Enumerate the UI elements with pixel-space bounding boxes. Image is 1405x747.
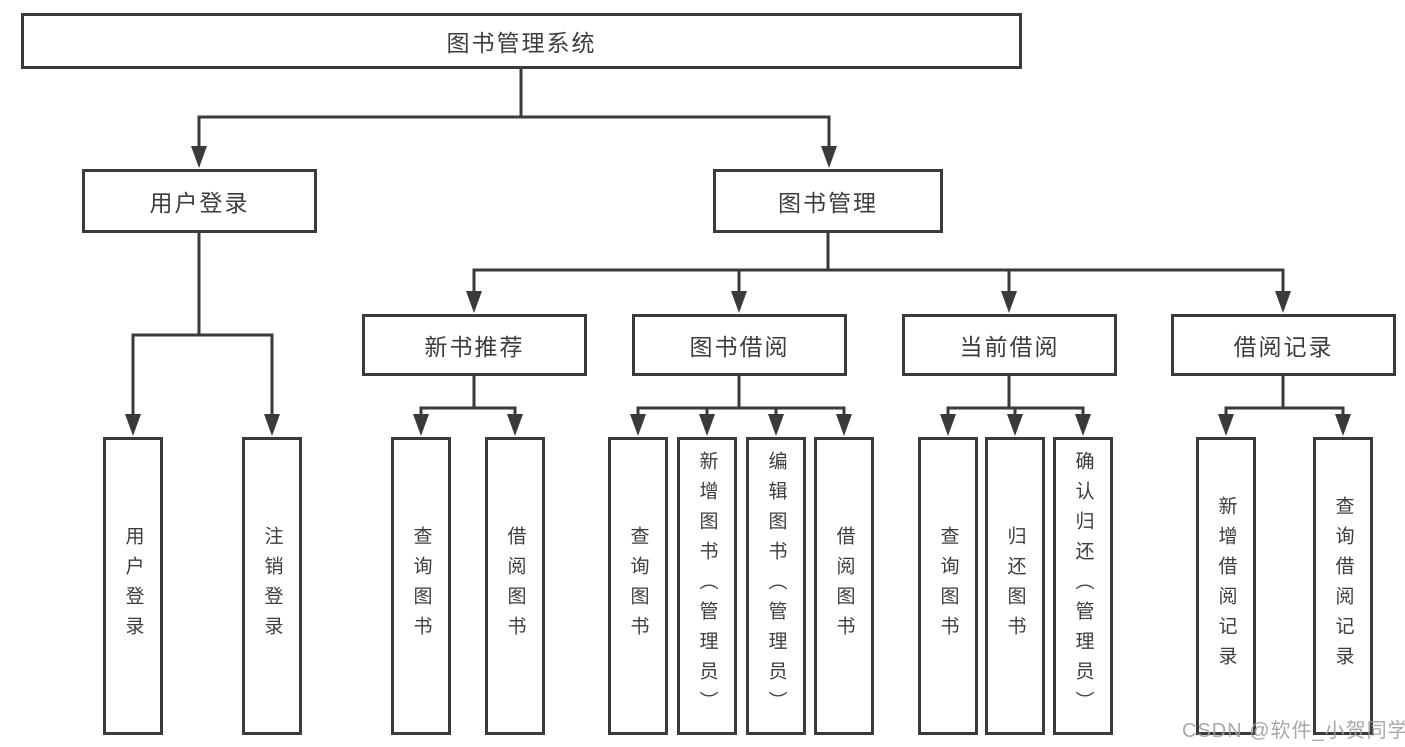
node-book-management-label: 图书管理 bbox=[778, 190, 878, 216]
leaf-borrow-books-label: 借阅图书 bbox=[833, 526, 855, 646]
node-book-borrowing: 图书借阅 bbox=[632, 314, 847, 376]
leaf-recommend-query-books: 查询图书 bbox=[391, 437, 451, 735]
node-borrowing-records-label: 借阅记录 bbox=[1233, 334, 1334, 360]
node-new-book-recommend-label: 新书推荐 bbox=[424, 334, 525, 360]
node-book-borrowing-label: 图书借阅 bbox=[689, 334, 790, 360]
edge-recommend-to-leaves bbox=[419, 375, 517, 416]
leaf-borrow-query-books: 查询图书 bbox=[608, 437, 668, 735]
arrowhead-leaf-9 bbox=[940, 414, 956, 436]
edge-book-mgmt-to-level3 bbox=[472, 232, 1285, 293]
node-root-label: 图书管理系统 bbox=[446, 30, 597, 56]
node-book-management: 图书管理 bbox=[713, 169, 943, 233]
leaf-current-query-books: 查询图书 bbox=[918, 437, 978, 735]
arrowhead-leaf-4 bbox=[507, 414, 523, 436]
leaf-recommend-query-books-label: 查询图书 bbox=[410, 526, 432, 646]
edge-user-login-to-leaves bbox=[131, 231, 274, 416]
node-current-borrowing-label: 当前借阅 bbox=[959, 334, 1060, 360]
leaf-borrow-query-books-label: 查询图书 bbox=[627, 526, 649, 646]
arrowhead-leaf-11 bbox=[1075, 414, 1091, 436]
node-borrowing-records: 借阅记录 bbox=[1171, 314, 1396, 376]
arrowhead-leaf-3 bbox=[413, 414, 429, 436]
leaf-return-books-label: 归还图书 bbox=[1004, 526, 1026, 646]
leaf-edit-books-admin-label: 编辑图书（管理员） bbox=[765, 451, 787, 721]
node-user-login: 用户登录 bbox=[82, 169, 317, 233]
arrowhead-leaf-1 bbox=[125, 414, 141, 436]
arrowhead-user-login bbox=[191, 146, 207, 168]
leaf-logout-label: 注销登录 bbox=[261, 526, 283, 646]
arrowhead-records bbox=[1275, 291, 1291, 313]
leaf-recommend-borrow-books: 借阅图书 bbox=[485, 437, 545, 735]
arrowhead-current bbox=[1001, 291, 1017, 313]
leaf-current-query-books-label: 查询图书 bbox=[937, 526, 959, 646]
leaf-edit-books-admin: 编辑图书（管理员） bbox=[746, 437, 806, 735]
edge-borrow-to-leaves bbox=[636, 375, 846, 416]
arrowhead-leaf-5 bbox=[630, 414, 646, 436]
leaf-confirm-return-admin: 确认归还（管理员） bbox=[1053, 437, 1113, 735]
leaf-recommend-borrow-books-label: 借阅图书 bbox=[504, 526, 526, 646]
arrowhead-leaf-6 bbox=[699, 414, 715, 436]
leaf-query-borrow-record-label: 查询借阅记录 bbox=[1332, 496, 1354, 676]
arrowhead-leaf-2 bbox=[264, 414, 280, 436]
edge-records-to-leaves bbox=[1224, 375, 1345, 416]
arrowhead-leaf-7 bbox=[768, 414, 784, 436]
edge-current-to-leaves bbox=[946, 375, 1085, 416]
arrowhead-leaf-10 bbox=[1007, 414, 1023, 436]
arrowhead-leaf-13 bbox=[1335, 414, 1351, 436]
leaf-user-login: 用户登录 bbox=[103, 437, 163, 735]
edge-root-to-level2 bbox=[197, 68, 831, 148]
leaf-add-borrow-record: 新增借阅记录 bbox=[1196, 437, 1256, 735]
csdn-watermark: CSDN @软件_小贺同学 bbox=[1182, 720, 1405, 742]
leaf-return-books: 归还图书 bbox=[985, 437, 1045, 735]
leaf-add-books-admin: 新增图书（管理员） bbox=[677, 437, 737, 735]
arrowhead-leaf-8 bbox=[836, 414, 852, 436]
arrowhead-leaf-12 bbox=[1218, 414, 1234, 436]
leaf-query-borrow-record: 查询借阅记录 bbox=[1313, 437, 1373, 735]
leaf-confirm-return-admin-label: 确认归还（管理员） bbox=[1072, 451, 1094, 721]
leaf-user-login-label: 用户登录 bbox=[122, 526, 144, 646]
arrowhead-book-mgmt bbox=[821, 146, 837, 168]
node-new-book-recommend: 新书推荐 bbox=[362, 314, 587, 376]
arrowheads bbox=[125, 146, 1351, 436]
node-root-system: 图书管理系统 bbox=[21, 13, 1022, 69]
leaf-logout: 注销登录 bbox=[242, 437, 302, 735]
leaf-add-books-admin-label: 新增图书（管理员） bbox=[696, 451, 718, 721]
leaf-add-borrow-record-label: 新增借阅记录 bbox=[1215, 496, 1237, 676]
arrowhead-recommend bbox=[466, 291, 482, 313]
node-current-borrowing: 当前借阅 bbox=[902, 314, 1117, 376]
arrowhead-borrow bbox=[731, 291, 747, 313]
node-user-login-label: 用户登录 bbox=[149, 190, 250, 216]
leaf-borrow-books: 借阅图书 bbox=[814, 437, 874, 735]
